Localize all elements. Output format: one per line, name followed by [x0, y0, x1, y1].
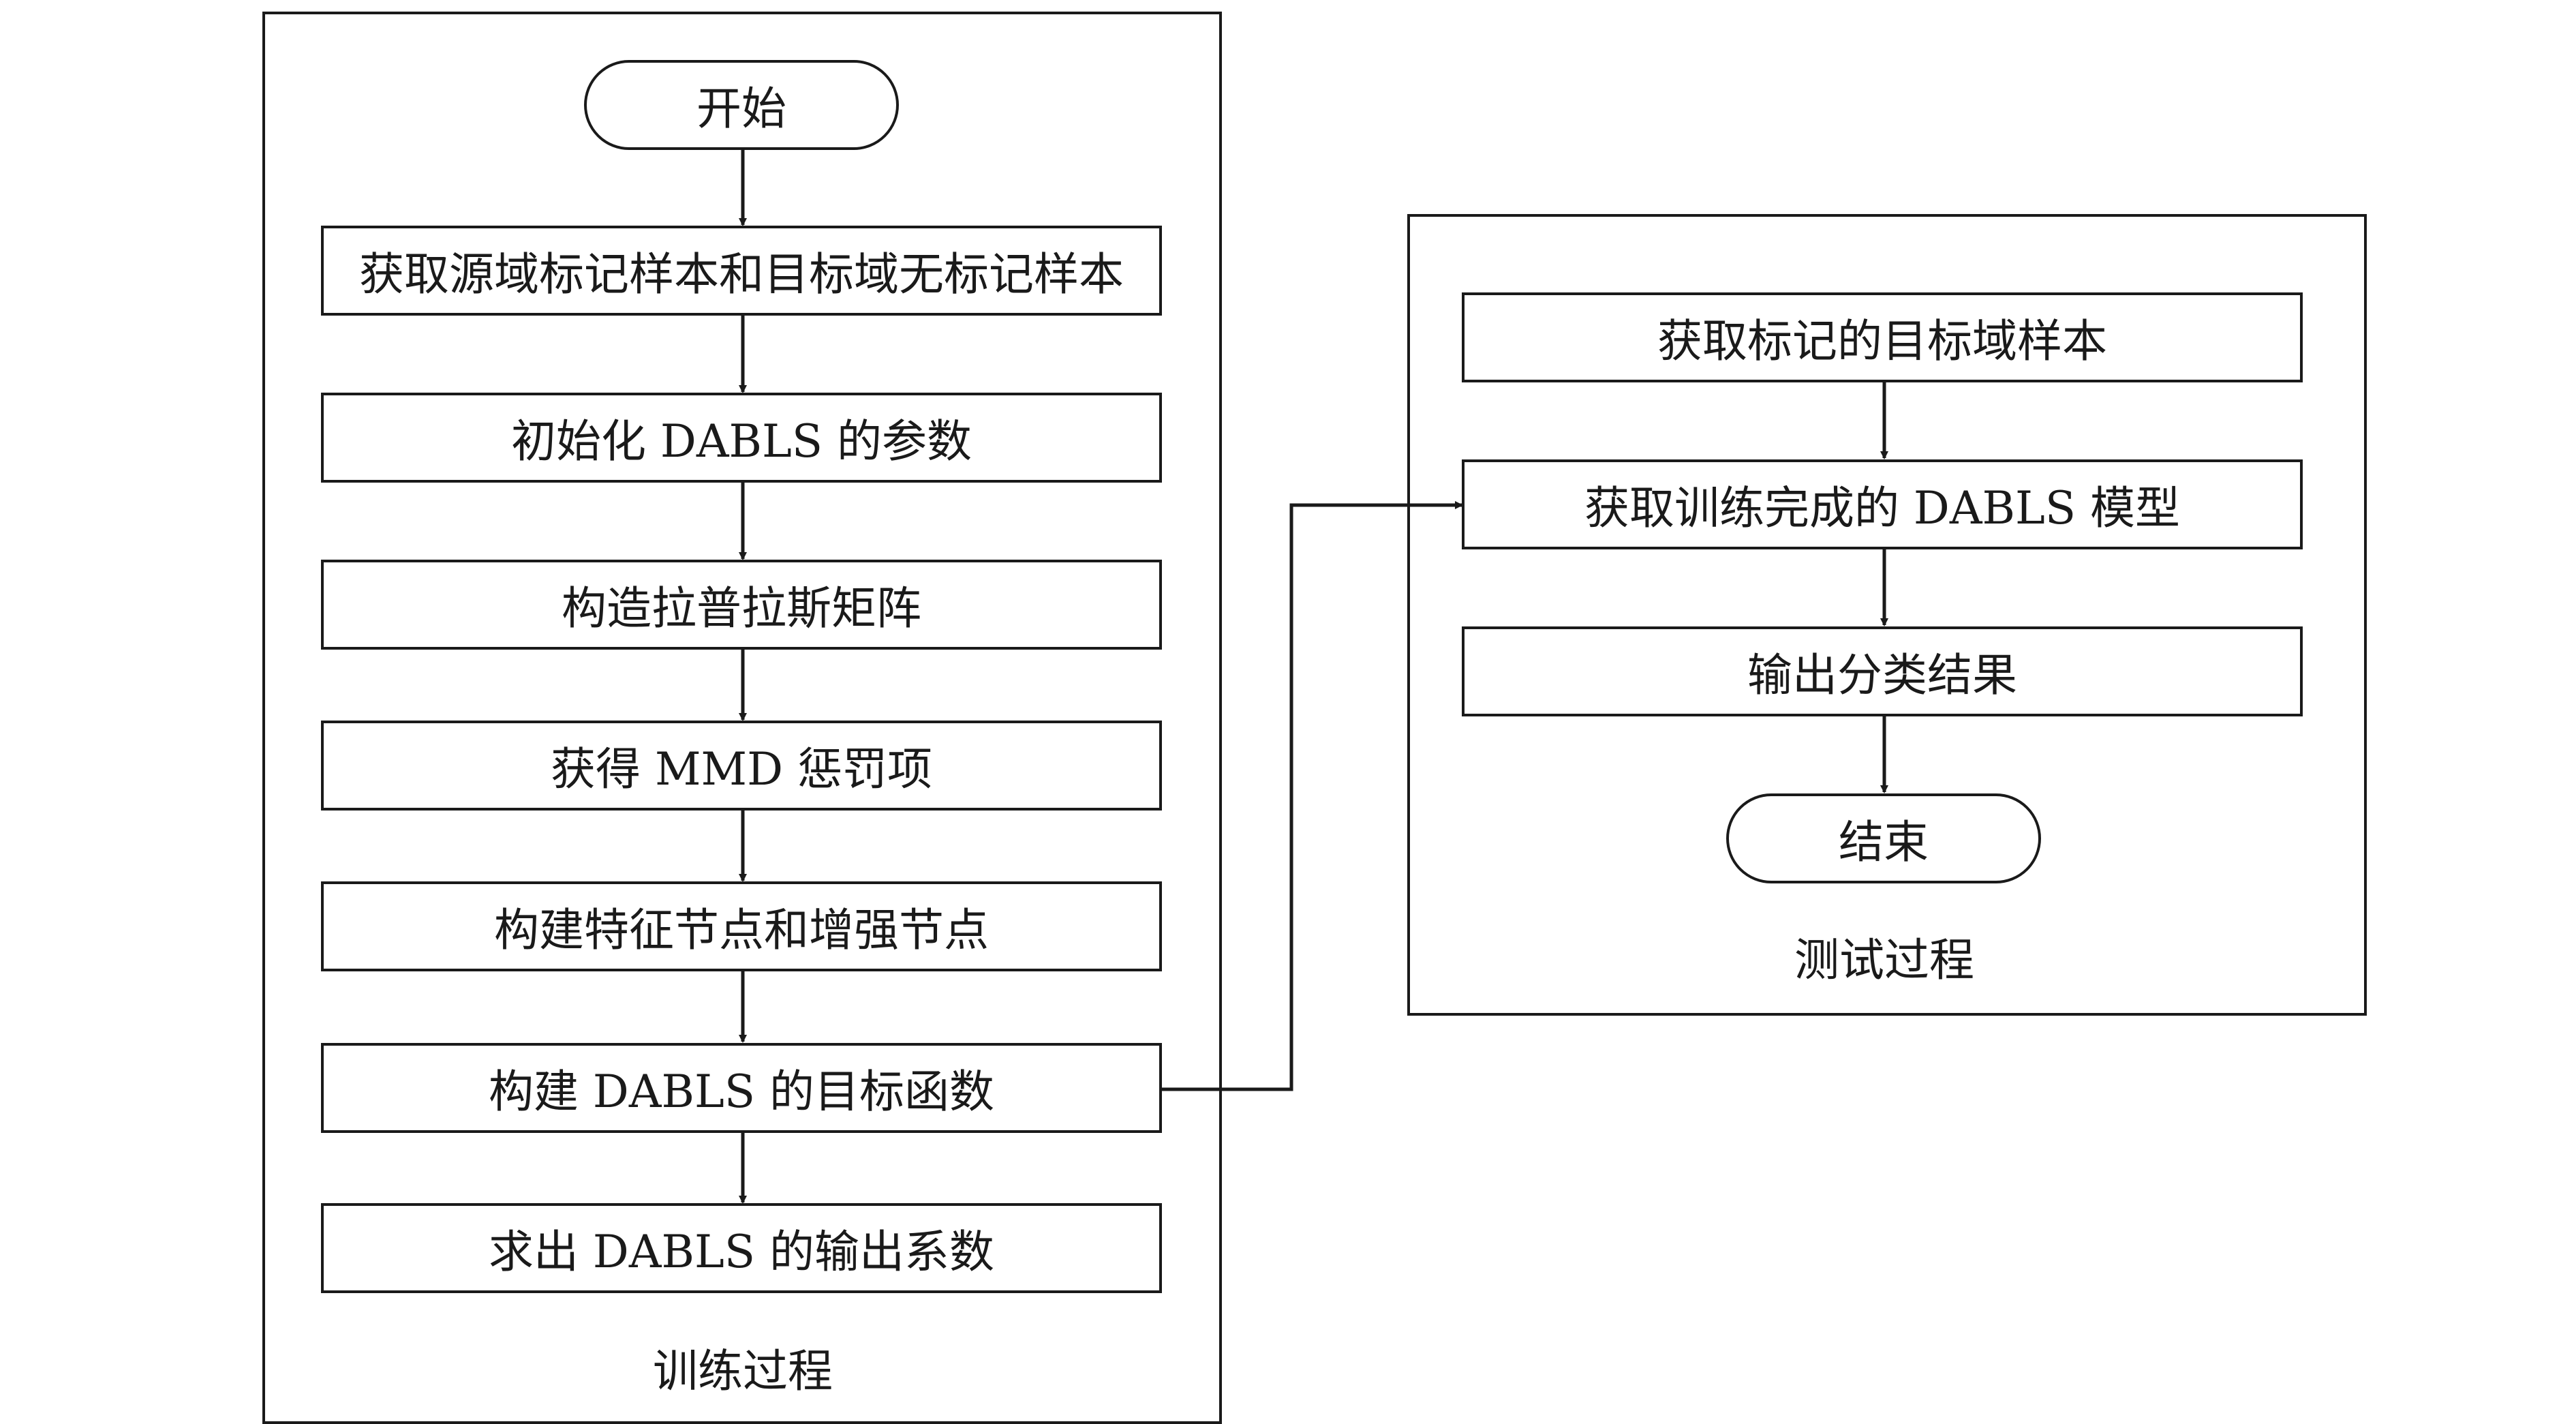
training-frame: [262, 12, 1222, 1424]
testing-frame: [1407, 214, 2367, 1016]
step-labeled-target-samples: 获取标记的目标域样本: [1462, 292, 2303, 382]
step-classification-result: 输出分类结果: [1462, 626, 2303, 716]
step-build-nodes: 构建特征节点和增强节点: [321, 881, 1162, 971]
step-mmd-penalty: 获得 MMD 惩罚项: [321, 721, 1162, 811]
arrow-s6-to-t2: [1162, 501, 1463, 1091]
end-node: 结束: [1726, 793, 2041, 883]
step-init-params: 初始化 DABLS 的参数: [321, 393, 1162, 483]
step-laplacian-matrix: 构造拉普拉斯矩阵: [321, 560, 1162, 650]
training-caption: 训练过程: [653, 1345, 833, 1397]
step-output-coefficients: 求出 DABLS 的输出系数: [321, 1203, 1162, 1293]
testing-caption: 测试过程: [1794, 934, 1974, 986]
step-acquire-samples: 获取源域标记样本和目标域无标记样本: [321, 226, 1162, 316]
step-objective-function: 构建 DABLS 的目标函数: [321, 1043, 1162, 1133]
start-node: 开始: [584, 60, 899, 150]
step-trained-model: 获取训练完成的 DABLS 模型: [1462, 459, 2303, 549]
